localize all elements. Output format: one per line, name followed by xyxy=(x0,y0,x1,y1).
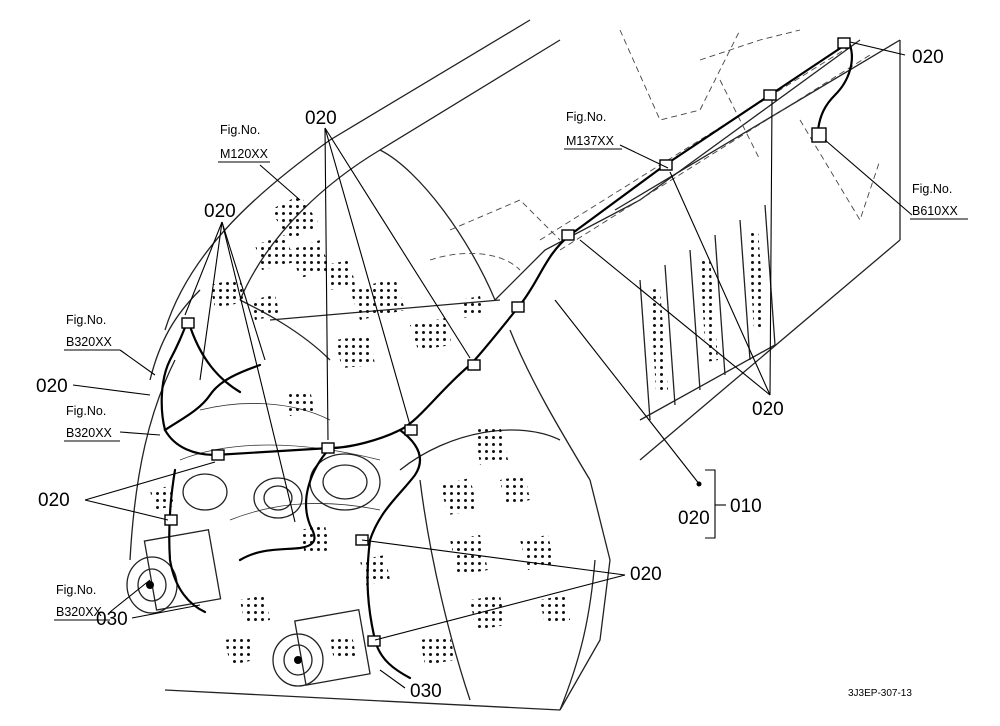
part-020-right: 020 xyxy=(752,399,784,420)
part-020-top-center: 020 xyxy=(305,108,337,129)
fig-label-b610: Fig.No. B610XX xyxy=(910,182,968,220)
fig-label-b320-c-line1: Fig.No. xyxy=(56,583,96,597)
grille-fins xyxy=(639,204,776,421)
fig-label-b610-line2: B610XX xyxy=(912,204,959,218)
drawing-code: 3J3EP-307-13 xyxy=(848,688,912,699)
fig-label-b320-b: Fig.No. B320XX xyxy=(64,404,120,442)
fig-label-b320-b-line1: Fig.No. xyxy=(66,404,106,418)
fig-label-m120-line2: M120XX xyxy=(220,147,269,161)
clamps xyxy=(164,37,851,647)
hidden-lines xyxy=(429,29,881,271)
part-010: 010 xyxy=(730,496,762,517)
part-020-bottom-center: 020 xyxy=(630,564,662,585)
fig-label-m120-line1: Fig.No. xyxy=(220,123,260,137)
part-030-bottom: 030 xyxy=(410,681,442,702)
fig-label-m137-line1: Fig.No. xyxy=(566,110,606,124)
fig-label-b320-b-line2: B320XX xyxy=(66,426,113,440)
fig-label-b320-a-line2: B320XX xyxy=(66,335,113,349)
part-020-left-upper: 020 xyxy=(204,201,236,222)
fig-label-b320-c: Fig.No. B320XX xyxy=(54,583,110,621)
part-020-top-right: 020 xyxy=(912,47,944,68)
leader-lines xyxy=(72,41,913,689)
wire-harness xyxy=(160,43,853,680)
part-030-left: 030 xyxy=(96,609,128,630)
fig-label-m137-line2: M137XX xyxy=(566,134,615,148)
fig-label-b320-a: Fig.No. B320XX xyxy=(64,313,120,351)
fig-label-b320-a-line1: Fig.No. xyxy=(66,313,106,327)
work-lights xyxy=(126,453,381,687)
fig-label-b320-c-line2: B320XX xyxy=(56,605,103,619)
fig-label-m137: Fig.No. M137XX xyxy=(564,110,622,150)
part-020-left-middle: 020 xyxy=(36,376,68,397)
fig-label-m120: Fig.No. M120XX xyxy=(218,123,270,163)
fig-label-b610-line1: Fig.No. xyxy=(912,182,952,196)
part-020-group: 020 xyxy=(678,508,710,529)
mesh-patches xyxy=(150,195,765,665)
part-020-left-lower: 020 xyxy=(38,490,70,511)
